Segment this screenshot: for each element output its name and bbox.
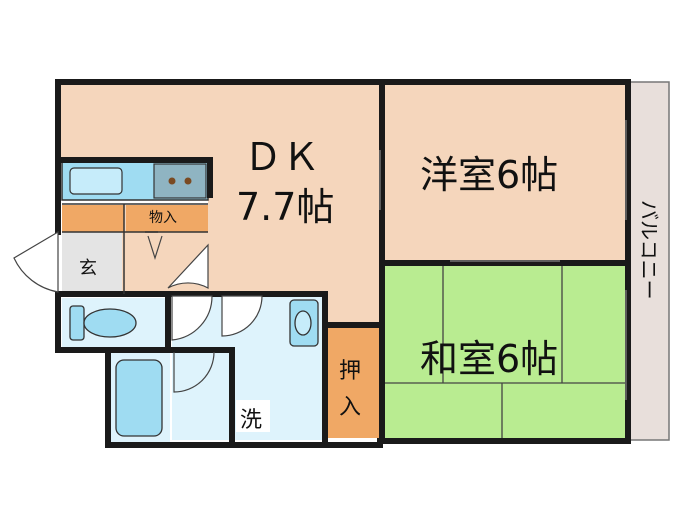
western-room (385, 85, 625, 261)
washroom (172, 296, 322, 440)
entrance-floor (62, 232, 122, 294)
storage-left (62, 205, 124, 232)
storage-label: 物入 (149, 210, 177, 226)
balcony (627, 81, 670, 441)
japanese-room (385, 264, 625, 438)
bathtub-icon (115, 359, 163, 437)
sink-icon (289, 299, 319, 347)
wash-area (172, 350, 230, 440)
washroom-label: 洗 (240, 408, 262, 433)
entrance-label: 玄 (79, 258, 97, 279)
storage-small (126, 205, 208, 232)
closet-label-line1: 押 (339, 359, 361, 384)
toilet-icon (69, 305, 137, 341)
western-room-label: 洋室6帖 (420, 153, 558, 197)
japanese-room-label: 和室6帖 (420, 337, 558, 381)
dk-label-line1: ＤＫ (244, 135, 320, 179)
doors (13, 230, 263, 393)
balcony-label: バルコニー (637, 200, 661, 300)
kitchen-counter (61, 161, 209, 201)
walls (55, 79, 631, 448)
closet (325, 325, 380, 438)
dk-room (60, 85, 380, 325)
dk-label-line2: 7.7帖 (236, 185, 334, 229)
closet-label-line2: 入 (339, 395, 361, 420)
